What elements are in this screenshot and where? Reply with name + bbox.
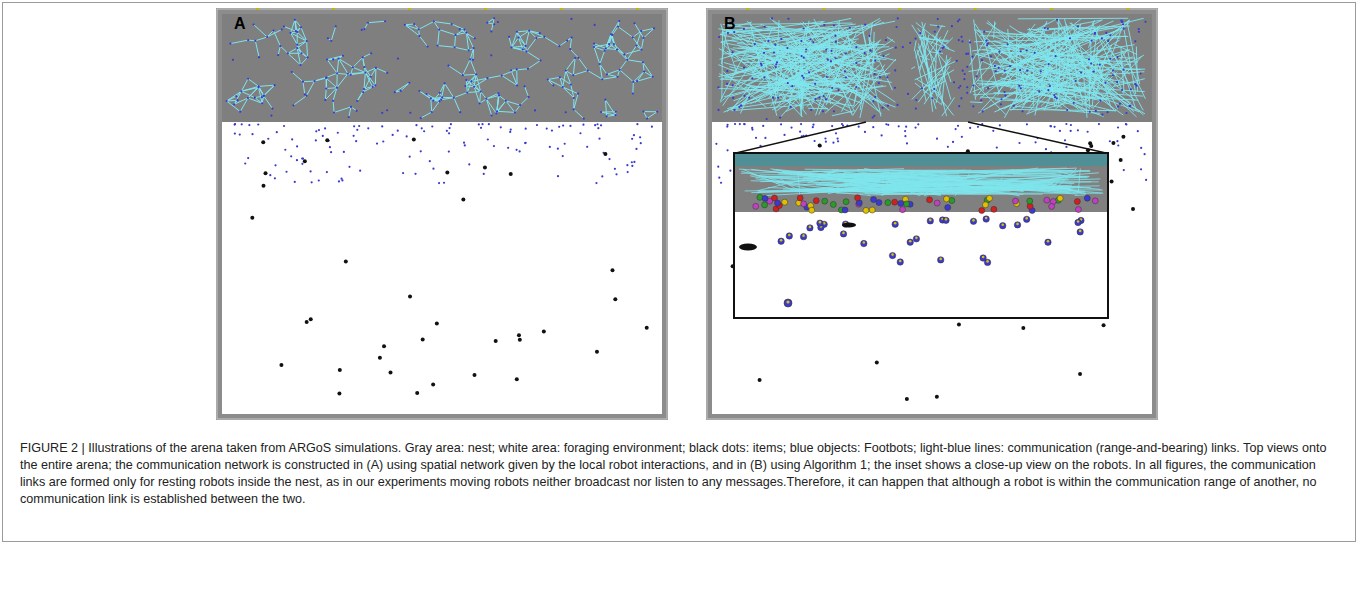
- arena-panel: B: [706, 8, 1158, 420]
- items: [250, 138, 648, 396]
- arena-panel: A: [216, 8, 668, 420]
- panel-letter: A: [234, 15, 246, 33]
- light-marker: [898, 8, 901, 10]
- foraging-area: [712, 14, 1152, 414]
- light-marker: [256, 8, 259, 10]
- light-marker: [746, 8, 749, 10]
- light-marker: [974, 8, 977, 10]
- arena-wall-edge: [217, 9, 667, 419]
- nest-area: [712, 14, 1152, 122]
- arena-wall-edge: [707, 9, 1157, 419]
- light-marker: [1050, 8, 1053, 10]
- robots: [226, 17, 659, 184]
- panel-letter: B: [724, 15, 736, 33]
- light-marker: [484, 8, 487, 10]
- communication-links: [718, 18, 1145, 118]
- light-marker: [332, 8, 335, 10]
- light-marker: [636, 8, 639, 10]
- figure-caption: FIGURE 2 | Illustrations of the arena ta…: [20, 440, 1338, 508]
- arena-wall: [706, 8, 1158, 420]
- light-marker: [1126, 8, 1129, 10]
- robots: [715, 17, 1147, 184]
- zoom-lines: [736, 122, 1106, 153]
- foraging-area: [222, 14, 662, 414]
- communication-links: [227, 18, 658, 118]
- nest-area: [222, 14, 662, 122]
- arena-illustration: [706, 8, 1158, 420]
- inset-close-up: [734, 153, 1108, 318]
- light-marker: [822, 8, 825, 10]
- arena-wall: [216, 8, 668, 420]
- items: [731, 135, 1135, 401]
- arena-illustration: [216, 8, 668, 420]
- light-marker: [560, 8, 563, 10]
- light-marker: [408, 8, 411, 10]
